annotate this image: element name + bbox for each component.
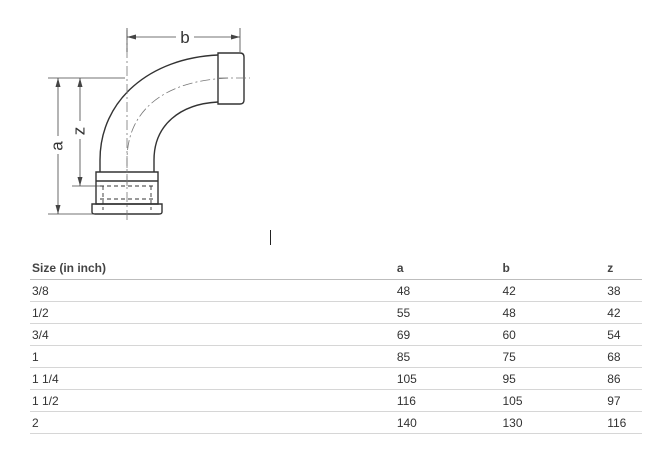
cell-z: 54: [605, 323, 642, 346]
cell-b: 130: [500, 411, 606, 434]
size-table: Size (in inch) a b z 3/8 48 42 38 1/2 55…: [30, 257, 642, 434]
cell-z: 68: [605, 345, 642, 368]
label-a: a: [47, 141, 66, 151]
cell-b: 95: [500, 367, 606, 390]
header-z: z: [605, 257, 642, 280]
cell-b: 48: [500, 301, 606, 324]
text-cursor: [270, 230, 271, 245]
table-row: 1 1/2 116 105 97: [30, 389, 642, 412]
cell-a: 105: [394, 367, 501, 390]
cell-z: 38: [605, 279, 642, 302]
table-row: 3/8 48 42 38: [30, 279, 642, 302]
cell-b: 75: [500, 345, 606, 368]
cell-b: 60: [500, 323, 606, 346]
cell-a: 116: [394, 389, 501, 412]
cell-size: 1: [30, 345, 395, 368]
cell-a: 48: [394, 279, 501, 302]
cell-z: 86: [605, 367, 642, 390]
arc-centerline: [126, 77, 231, 186]
table-row: 1 85 75 68: [30, 345, 642, 368]
cell-b: 42: [500, 279, 606, 302]
header-a: a: [394, 257, 501, 280]
bend-outer-arc: [99, 54, 219, 172]
top-flange: [217, 52, 245, 105]
table-row: 3/4 69 60 54: [30, 323, 642, 346]
cell-b: 105: [500, 389, 606, 412]
bend-fitting-diagram: b a z: [47, 28, 250, 222]
cell-size: 2: [30, 411, 395, 434]
cell-a: 69: [394, 323, 501, 346]
bend-inner-arc: [153, 101, 219, 172]
cell-a: 85: [394, 345, 501, 368]
cell-z: 42: [605, 301, 642, 324]
cell-size: 1/2: [30, 301, 395, 324]
header-size: Size (in inch): [30, 257, 395, 280]
cell-z: 116: [605, 411, 642, 434]
cell-size: 1 1/4: [30, 367, 395, 390]
table-row: 1/2 55 48 42: [30, 301, 642, 324]
cell-a: 55: [394, 301, 501, 324]
cell-z: 97: [605, 389, 642, 412]
header-b: b: [500, 257, 606, 280]
cell-size: 3/8: [30, 279, 395, 302]
label-z: z: [69, 127, 88, 136]
table-header-row: Size (in inch) a b z: [30, 257, 642, 280]
cell-size: 3/4: [30, 323, 395, 346]
table-row: 1 1/4 105 95 86: [30, 367, 642, 390]
cell-a: 140: [394, 411, 501, 434]
label-b: b: [180, 28, 189, 47]
table-row: 2 140 130 116: [30, 411, 642, 434]
cell-size: 1 1/2: [30, 389, 395, 412]
